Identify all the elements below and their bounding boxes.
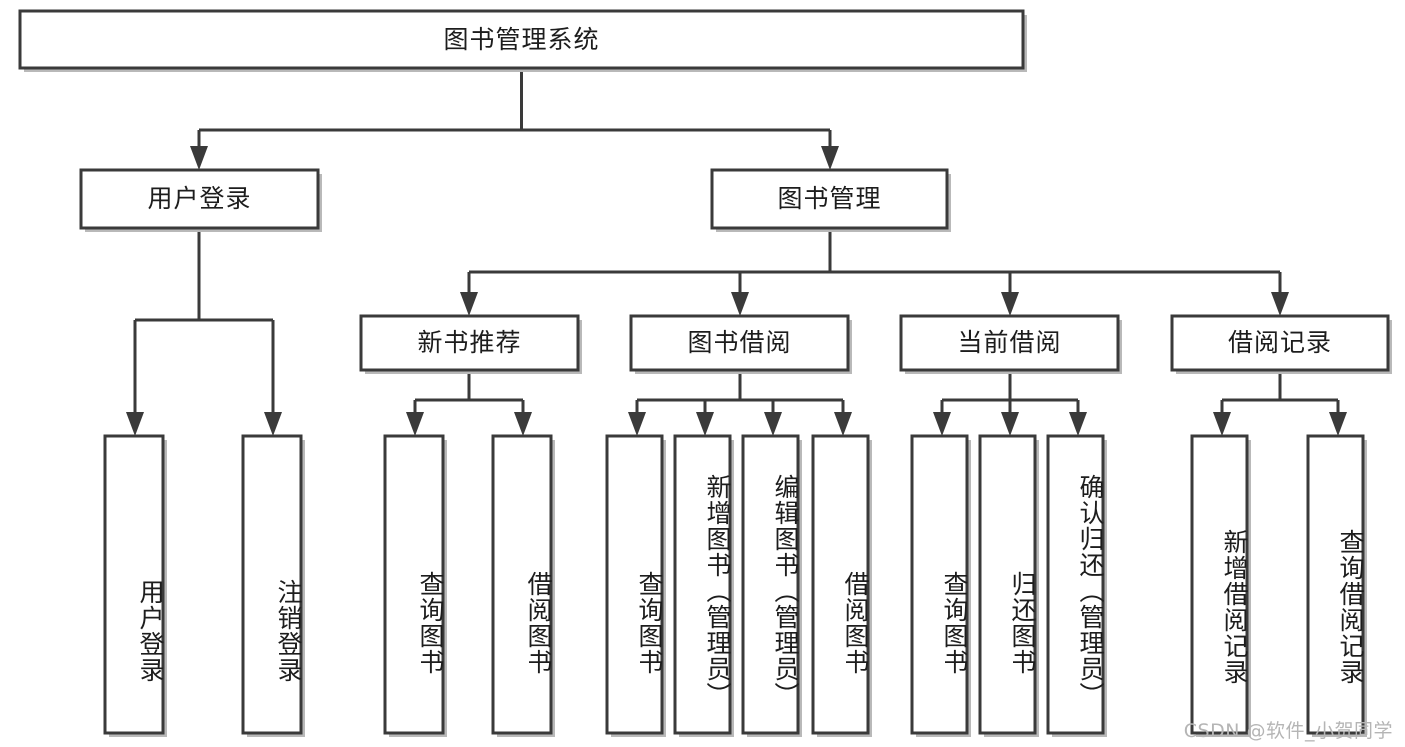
node-current-borrow[interactable] bbox=[899, 314, 1122, 374]
node-root[interactable] bbox=[18, 9, 1027, 72]
connector-newbooks-to-leaves bbox=[406, 374, 532, 436]
node-leaf-return-book[interactable] bbox=[978, 434, 1039, 737]
node-leaf-add-book-admin-label: 新增图书（管理员） bbox=[703, 474, 732, 708]
node-book-management[interactable] bbox=[710, 168, 951, 232]
node-leaf-user-login[interactable] bbox=[103, 434, 167, 737]
node-leaf-query-book-2-label: 查询图书 bbox=[635, 571, 664, 675]
connector-userlogin-to-leaves bbox=[126, 232, 282, 436]
node-new-book-recommend-label: 新书推荐 bbox=[417, 328, 522, 358]
node-leaf-confirm-return-admin[interactable] bbox=[1046, 434, 1107, 737]
node-leaf-logout-label: 注销登录 bbox=[274, 579, 303, 683]
connector-records-to-leaves bbox=[1213, 374, 1347, 436]
node-leaf-borrow-book-1-label: 借阅图书 bbox=[524, 571, 553, 675]
node-leaf-user-login-label: 用户登录 bbox=[136, 579, 165, 683]
node-leaf-edit-book-admin[interactable] bbox=[741, 434, 802, 737]
node-new-book-recommend[interactable] bbox=[359, 314, 582, 374]
node-current-borrow-label: 当前借阅 bbox=[957, 328, 1062, 358]
node-borrow-records[interactable] bbox=[1170, 314, 1392, 374]
node-book-management-label: 图书管理 bbox=[777, 184, 882, 214]
node-leaf-query-book-1[interactable] bbox=[383, 434, 447, 737]
node-leaf-edit-book-admin-label: 编辑图书（管理员） bbox=[771, 474, 800, 708]
connector-bookmgmt-to-level3 bbox=[460, 232, 1289, 316]
node-leaf-borrow-book-2-label: 借阅图书 bbox=[841, 571, 870, 675]
node-user-login[interactable] bbox=[79, 168, 322, 232]
node-leaf-query-book-3-label: 查询图书 bbox=[940, 571, 969, 675]
node-leaf-return-book-label: 归还图书 bbox=[1008, 571, 1037, 675]
node-leaf-logout[interactable] bbox=[241, 434, 305, 737]
node-leaf-confirm-return-admin-label: 确认归还（管理员） bbox=[1076, 474, 1105, 708]
node-leaf-borrow-book-2[interactable] bbox=[811, 434, 872, 737]
connector-current-to-leaves bbox=[933, 374, 1087, 436]
connector-borrow-to-leaves bbox=[628, 374, 852, 436]
node-borrow-records-label: 借阅记录 bbox=[1227, 328, 1332, 358]
csdn-watermark: CSDN @软件_小贺同学 bbox=[1183, 720, 1393, 742]
node-leaf-query-book-1-label: 查询图书 bbox=[416, 571, 445, 675]
node-leaf-query-borrow-record[interactable] bbox=[1306, 434, 1367, 737]
node-leaf-add-borrow-record-label: 新增借阅记录 bbox=[1220, 529, 1249, 685]
node-leaf-add-borrow-record[interactable] bbox=[1190, 434, 1251, 737]
node-leaf-add-book-admin[interactable] bbox=[673, 434, 734, 737]
node-leaf-query-borrow-record-label: 查询借阅记录 bbox=[1336, 529, 1365, 685]
connector-root-to-level2 bbox=[190, 68, 839, 170]
node-leaf-borrow-book-1[interactable] bbox=[491, 434, 555, 737]
node-root-label: 图书管理系统 bbox=[443, 24, 600, 54]
node-book-borrow-label: 图书借阅 bbox=[687, 328, 792, 358]
node-book-borrow[interactable] bbox=[629, 314, 852, 374]
node-user-login-label: 用户登录 bbox=[147, 184, 252, 214]
node-leaf-query-book-2[interactable] bbox=[605, 434, 666, 737]
node-leaf-query-book-3[interactable] bbox=[910, 434, 971, 737]
